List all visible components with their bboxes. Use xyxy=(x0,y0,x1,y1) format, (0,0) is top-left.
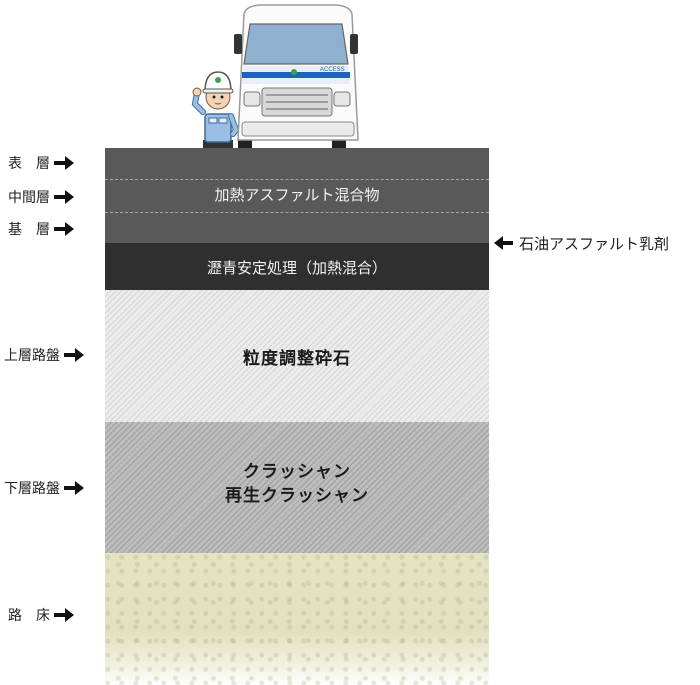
label-subgrade-row: 路 床 xyxy=(8,605,74,625)
bituminous-treated-label: 瀝青安定処理（加熱混合） xyxy=(206,259,387,277)
label-binder: 中間層 xyxy=(8,190,50,206)
layer-subgrade xyxy=(105,553,489,685)
asphalt-mix-label: 加熱アスファルト混合物 xyxy=(214,186,380,204)
label-binder-row: 中間層 xyxy=(8,187,74,207)
right-arrow-icon xyxy=(54,156,74,170)
label-base-row: 基 層 xyxy=(8,219,74,239)
layer-lower-base: クラッシャン 再生クラッシャン xyxy=(105,422,489,553)
lower-base-material-line2: 再生クラッシャン xyxy=(225,486,369,506)
upper-base-material-label: 粒度調整砕石 xyxy=(243,349,351,369)
right-arrow-icon xyxy=(64,348,84,362)
prime-coat-label: 石油アスファルト乳剤 xyxy=(519,234,670,253)
right-arrow-icon xyxy=(64,481,84,495)
right-arrow-icon xyxy=(54,190,74,204)
worker-figure xyxy=(191,71,240,148)
label-surface: 表 層 xyxy=(8,156,50,172)
truck-figure: ACCESS xyxy=(234,4,359,150)
left-arrow-icon xyxy=(494,236,514,250)
label-lower-base-row: 下層路盤 xyxy=(4,478,84,498)
label-surface-row: 表 層 xyxy=(8,153,74,173)
divider-dashed xyxy=(105,212,489,213)
label-upper-base-row: 上層路盤 xyxy=(4,345,84,365)
lower-base-material-line1: クラッシャン xyxy=(243,462,351,482)
layer-bituminous-treated: 瀝青安定処理（加熱混合） xyxy=(105,243,489,290)
label-lower-base: 下層路盤 xyxy=(4,481,60,497)
divider-dashed xyxy=(105,179,489,180)
label-subgrade: 路 床 xyxy=(8,608,50,624)
truck-brand-text: ACCESS xyxy=(320,67,345,73)
label-base: 基 層 xyxy=(8,222,50,238)
layer-upper-base: 粒度調整砕石 xyxy=(105,290,489,422)
right-arrow-icon xyxy=(54,222,74,236)
illustration: ACCESS xyxy=(191,4,359,150)
prime-coat-label-row: 石油アスファルト乳剤 xyxy=(494,233,669,253)
layer-asphalt-mix: 加熱アスファルト混合物 xyxy=(105,148,489,243)
label-upper-base: 上層路盤 xyxy=(4,348,60,364)
right-arrow-icon xyxy=(54,608,74,622)
